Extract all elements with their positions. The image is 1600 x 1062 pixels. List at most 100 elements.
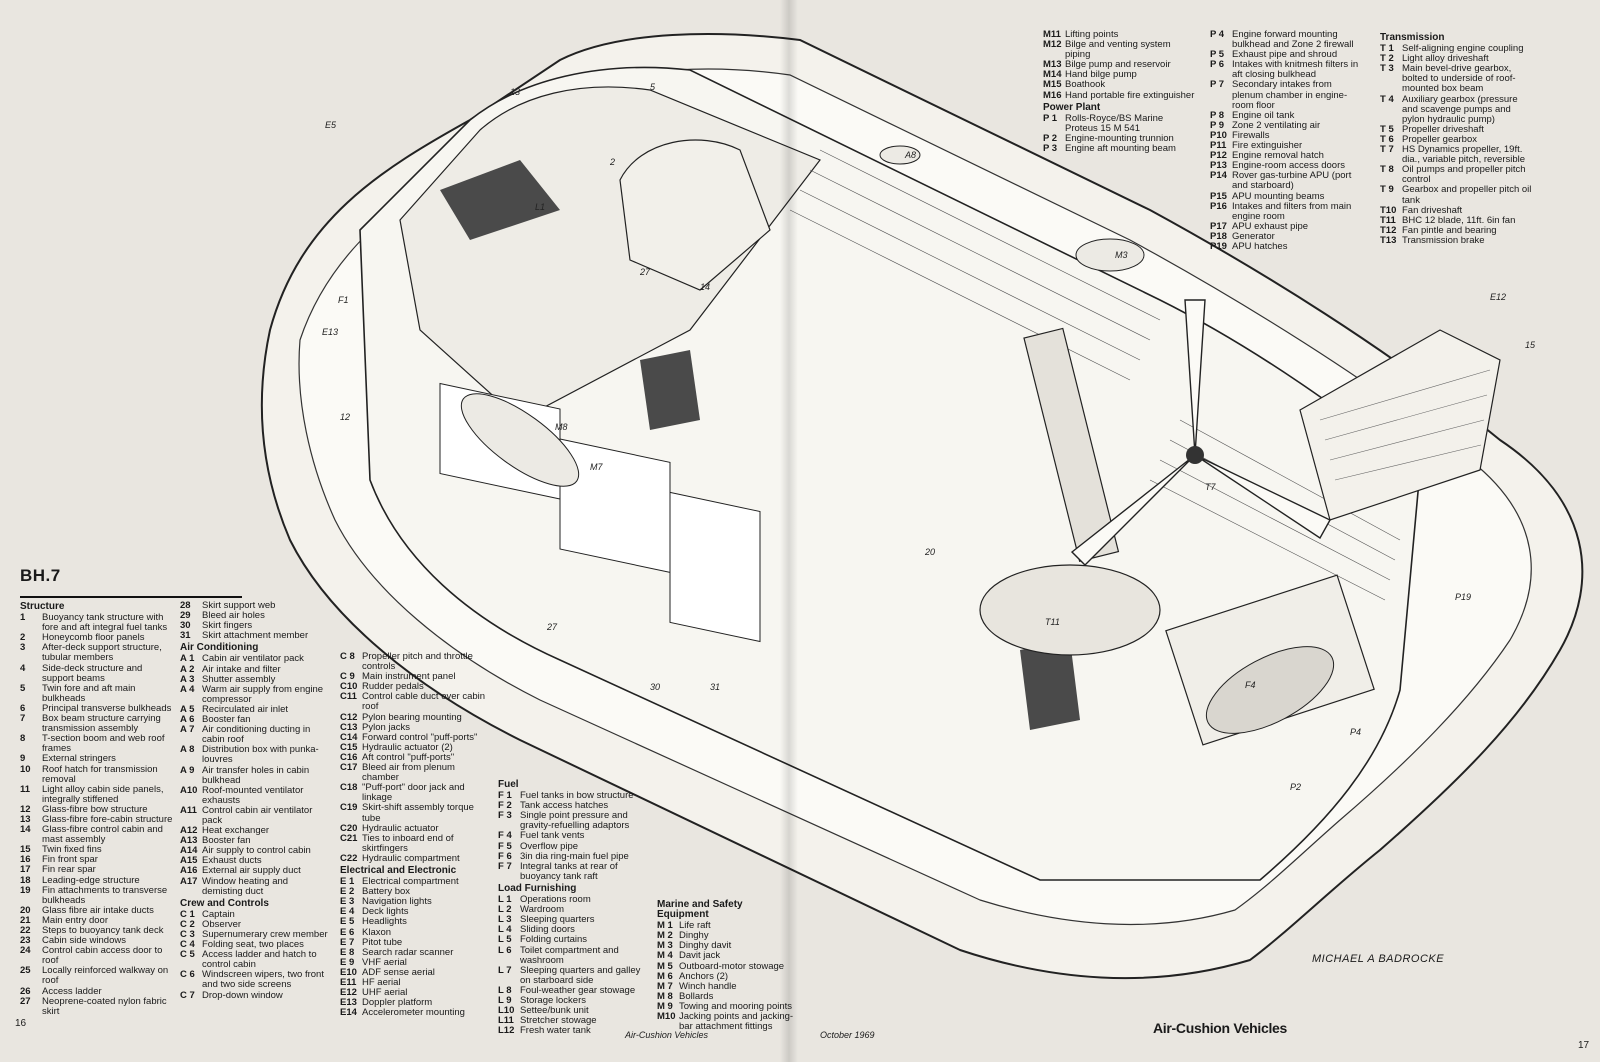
legend-text: Forward control "puff-ports" xyxy=(362,731,478,743)
legend-text: Settee/bunk unit xyxy=(520,1005,589,1017)
legend-code: L 2 xyxy=(498,904,512,916)
legend-text: Rudder pedals xyxy=(362,681,424,693)
legend-text: Rover gas-turbine APU (port and starboar… xyxy=(1232,170,1352,192)
legend-text: Storage lockers xyxy=(520,994,587,1006)
legend-text: Zone 2 ventilating air xyxy=(1232,119,1321,131)
legend-text: Air supply to control cabin xyxy=(202,845,311,857)
legend-text: Overflow pipe xyxy=(520,840,579,852)
legend-code: T 8 xyxy=(1380,164,1394,176)
legend-code: T 5 xyxy=(1380,123,1394,135)
legend-code: M16 xyxy=(1043,89,1062,101)
legend-text: APU exhaust pipe xyxy=(1232,220,1309,232)
legend-text: "Puff-port" door jack and linkage xyxy=(362,782,465,804)
legend-code: A 9 xyxy=(180,764,195,776)
legend-text: Sleeping quarters xyxy=(520,914,595,926)
legend-text: Air conditioning ducting in cabin roof xyxy=(202,724,311,746)
legend-code: E 9 xyxy=(340,956,355,968)
legend-text: Jacking points and jacking-bar attachmen… xyxy=(679,1011,794,1033)
legend-text: Neoprene-coated nylon fabric skirt xyxy=(42,995,167,1017)
legend-code: L 9 xyxy=(498,994,512,1006)
legend-code: M 4 xyxy=(657,950,673,962)
legend-code: E 4 xyxy=(340,906,355,918)
dinghy xyxy=(460,393,580,487)
legend-heading: Marine and Safety Equipment xyxy=(657,899,743,921)
legend-code: P 4 xyxy=(1210,29,1225,40)
legend-code: 21 xyxy=(20,914,31,926)
legend-code: C 1 xyxy=(180,908,195,920)
legend-code: P 5 xyxy=(1210,49,1225,61)
legend-heading: Electrical and Electronic xyxy=(340,864,457,876)
legend-text: BHC 12 blade, 11ft. 6in fan xyxy=(1402,214,1516,226)
legend-text: Ties to inboard end of skirtfingers xyxy=(362,832,454,854)
legend-text: Fin rear spar xyxy=(42,864,96,876)
legend-code: M12 xyxy=(1043,39,1062,51)
legend-text: Wardroom xyxy=(520,904,564,916)
callout: A8 xyxy=(904,150,916,160)
footer-date: October 1969 xyxy=(820,1030,875,1040)
legend-text: Davit jack xyxy=(679,950,721,962)
legend-code: 15 xyxy=(20,844,31,856)
legend-code: 17 xyxy=(20,864,31,876)
callout: P4 xyxy=(1350,727,1361,737)
legend-code: C 4 xyxy=(180,939,195,951)
legend-text: Klaxon xyxy=(362,926,392,938)
legend-code: F 3 xyxy=(498,810,512,822)
legend-text: Main bevel-drive gearbox, bolted to unde… xyxy=(1402,63,1516,95)
callout: 12 xyxy=(340,412,350,422)
legend-text: Search radar scanner xyxy=(362,946,454,958)
legend-code: A17 xyxy=(180,875,198,887)
callout-labels: 5 2 13 14 27 L1 M3 A8 M7 M8 F4 P2 P4 P19… xyxy=(322,82,1536,792)
legend-code: 24 xyxy=(20,945,31,957)
legend-text: Skirt-shift assembly torque tube xyxy=(362,802,474,824)
legend-text: Twin fixed fins xyxy=(42,844,102,856)
legend-text: Glass fibre air intake ducts xyxy=(42,904,154,916)
legend-text: Accelerometer mounting xyxy=(362,1007,465,1019)
legend-text: Bilge pump and reservoir xyxy=(1065,59,1171,71)
legend-text: Bleed air from plenum chamber xyxy=(362,762,455,784)
legend-text: Honeycomb floor panels xyxy=(42,632,145,644)
legend-text: Engine removal hatch xyxy=(1232,150,1324,162)
legend-code: P13 xyxy=(1210,160,1227,172)
legend-text: Light alloy driveshaft xyxy=(1402,53,1489,65)
legend-code: E 5 xyxy=(340,916,355,928)
legend-code: 22 xyxy=(20,925,31,936)
legend-text: Twin fore and aft main bulkheads xyxy=(42,682,136,704)
legend-code: 19 xyxy=(20,884,31,896)
legend-code: E 2 xyxy=(340,886,355,898)
fin-ribs xyxy=(1319,369,1491,481)
callout: 30 xyxy=(650,682,660,692)
legend-text: Pylon bearing mounting xyxy=(362,711,462,723)
legend-code: M 5 xyxy=(657,960,673,972)
legend-heading: Fuel xyxy=(498,779,519,790)
legend-text: UHF aerial xyxy=(362,987,408,999)
propeller-blades xyxy=(1070,299,1331,566)
legend-code: 25 xyxy=(20,965,31,977)
legend-text: Supernumerary crew member xyxy=(202,929,328,940)
